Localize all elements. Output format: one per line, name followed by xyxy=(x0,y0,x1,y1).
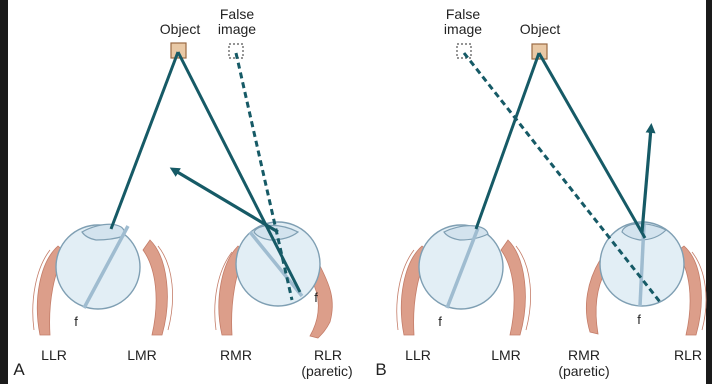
fovea-label-right-a: f xyxy=(310,290,322,305)
panel-letter-b: B xyxy=(374,362,388,377)
object-label-a: Object xyxy=(150,22,210,37)
rmr-label-a: RMR xyxy=(214,348,258,363)
rmr-label-b-line1: RMR xyxy=(554,348,614,363)
lmr-label-b: LMR xyxy=(484,348,528,363)
false-image-label-a-line2: image xyxy=(212,22,262,37)
left-eye xyxy=(56,224,140,309)
rlr-label-a-line2: (paretic) xyxy=(292,364,362,379)
fovea-label-left-b: f xyxy=(434,314,446,329)
lmr-label-a: LMR xyxy=(120,348,164,363)
false-image-label-b-line1: False xyxy=(438,7,488,22)
fovea-label-right-b: f xyxy=(633,312,645,327)
panel-a-background xyxy=(8,0,366,384)
right-eye xyxy=(236,222,320,306)
false-image-label-a-line1: False xyxy=(212,7,262,22)
rmr-label-b-line2: (paretic) xyxy=(549,364,619,379)
llr-label-a: LLR xyxy=(34,348,74,363)
left-eye-b xyxy=(419,225,503,309)
llr-label-b: LLR xyxy=(398,348,438,363)
rlr-label-a-line1: RLR xyxy=(298,348,358,363)
false-image-label-b-line2: image xyxy=(438,22,488,37)
rlr-label-b: RLR xyxy=(668,348,708,363)
fovea-label-left-a: f xyxy=(70,314,82,329)
panel-letter-a: A xyxy=(12,362,26,377)
object-label-b: Object xyxy=(510,22,570,37)
